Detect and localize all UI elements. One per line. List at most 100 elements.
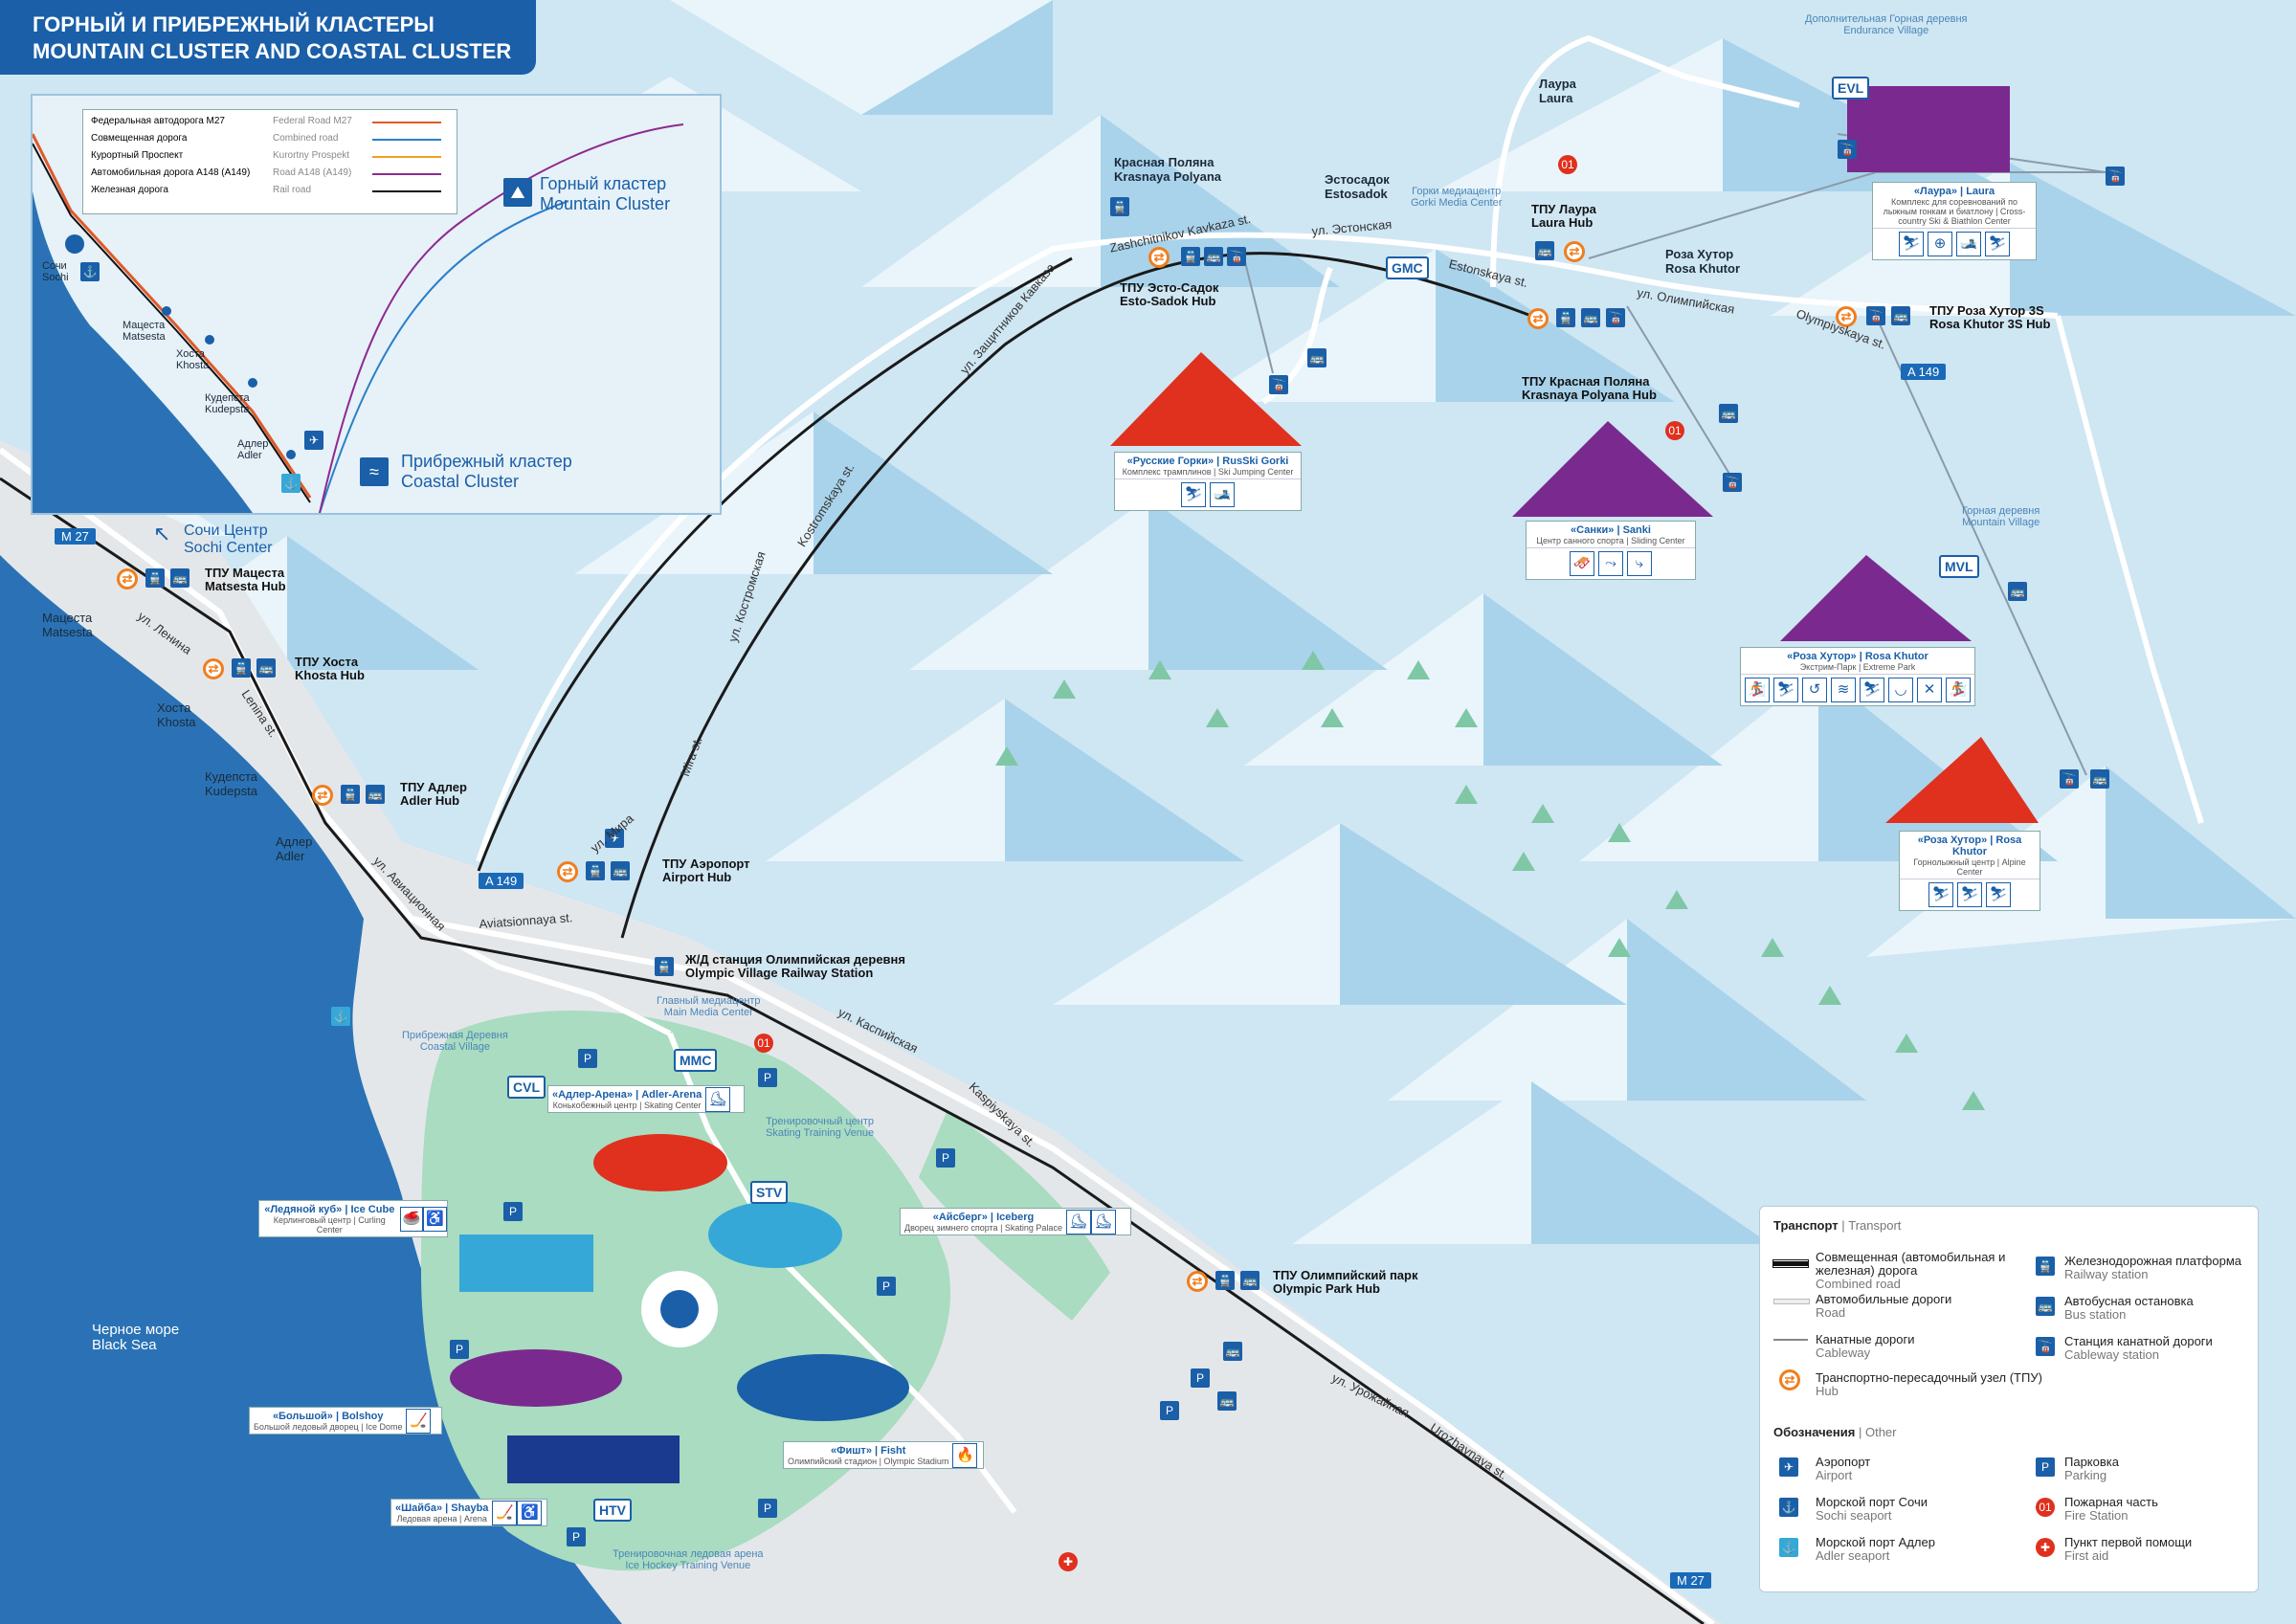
railway-station-icon[interactable]: 🚆 [1110,197,1129,216]
bus-station-icon[interactable]: 🚌 [1891,306,1910,325]
hub-icon[interactable]: ⇄ [117,568,138,590]
village-code-cvl[interactable]: CVL [507,1076,546,1099]
cableway-station-icon[interactable]: 🚡 [1723,473,1742,492]
venue-subtitle: Комплекс для соревнований по лыжным гонк… [1883,197,2026,226]
railway-station-icon[interactable]: 🚆 [145,568,165,588]
cableway-station-icon[interactable]: 🚡 [2106,167,2125,186]
venue-subtitle: Большой ледовый дворец | Ice Dome [254,1422,403,1432]
parking-icon[interactable]: P [578,1049,597,1068]
village-code-stv[interactable]: STV [750,1181,789,1204]
adler-seaport-icon[interactable]: ⚓ [331,1007,350,1026]
railway-station-icon[interactable]: 🚆 [232,658,251,678]
bus-station-icon[interactable]: 🚌 [1719,404,1738,423]
road-badge-a149-mountain: A 149 [1901,364,1947,380]
slopestyle-icon: ⛷ [1860,678,1884,702]
bus-station-icon[interactable]: 🚌 [1535,241,1554,260]
railway-station-icon[interactable]: 🚆 [1556,308,1575,327]
village-code-htv[interactable]: HTV [593,1499,632,1522]
venue-card-russki-gorki[interactable]: «Русские Горки» | RusSki Gorki Комплекс … [1114,452,1302,511]
cableway-station-icon[interactable]: 🚡 [1606,308,1625,327]
venue-subtitle: Горнолыжный центр | Alpine Center [1913,857,2026,877]
hub-icon[interactable]: ⇄ [312,785,333,806]
railway-station-icon[interactable]: 🚆 [1181,247,1200,266]
parking-icon[interactable]: P [758,1499,777,1518]
hub-icon[interactable]: ⇄ [1148,247,1170,268]
railway-station-icon[interactable]: 🚆 [341,785,360,804]
village-code-mvl[interactable]: MVL [1939,555,1979,578]
bus-station-icon[interactable]: 🚌 [2008,582,2027,601]
freestyle-icon: ⛷ [1773,678,1798,702]
bus-station-icon[interactable]: 🚌 [1223,1342,1242,1361]
hub-icon[interactable]: ⇄ [557,861,578,882]
railway-station-icon[interactable]: 🚆 [655,957,674,976]
hub-icon[interactable]: ⇄ [1187,1271,1208,1292]
road-badge-m27-south: M 27 [1670,1572,1711,1589]
village-code-evl[interactable]: EVL [1832,77,1870,100]
airport-icon[interactable]: ✈ [605,829,624,848]
venue-card-laura[interactable]: «Лаура» | Laura Комплекс для соревновани… [1872,182,2037,260]
venue-card-rosa-khutor-extreme[interactable]: «Роза Хутор» | Rosa Khutor Экстрим-Парк … [1740,647,1975,706]
village-code-gmc[interactable]: GMC [1386,256,1429,279]
parking-icon[interactable]: P [1160,1401,1179,1420]
bus-station-icon[interactable]: 🚌 [1307,348,1326,367]
cableway-station-icon[interactable]: 🚡 [1838,140,1857,159]
cableway-station-icon[interactable]: 🚡 [1866,306,1885,325]
coastal-cluster-label: Прибрежный кластер Coastal Cluster [401,452,572,492]
hub-icon[interactable]: ⇄ [1836,306,1857,327]
railway-station-icon[interactable]: 🚆 [1215,1271,1235,1290]
bus-station-icon[interactable]: 🚌 [1581,308,1600,327]
village-code-mmc[interactable]: MMC [674,1049,718,1072]
short-track-icon: ⛸ [1090,1209,1116,1235]
parking-icon[interactable]: P [758,1068,777,1087]
venue-title: «Ледяной куб» | Ice Cube [264,1204,395,1215]
hub-icon[interactable]: ⇄ [203,658,224,679]
bus-station-icon[interactable]: 🚌 [1204,247,1223,266]
bus-station-icon[interactable]: 🚌 [366,785,385,804]
venue-title: «Фишт» | Fisht [831,1445,906,1457]
sochi-center-label[interactable]: Сочи Центр Sochi Center [184,523,273,557]
cableway-station-icon[interactable]: 🚡 [2060,769,2079,789]
parking-icon[interactable]: P [1191,1368,1210,1388]
parking-icon[interactable]: P [450,1340,469,1359]
bus-station-icon[interactable]: 🚌 [256,658,276,678]
cableway-station-icon[interactable]: 🚡 [1269,375,1288,394]
skeleton-icon: ⤷ [1627,551,1652,576]
hub-icon[interactable]: ⇄ [1527,308,1549,329]
venue-card-sanki[interactable]: «Санки» | Sanki Центр санного спорта | S… [1526,521,1696,580]
parking-icon[interactable]: P [936,1148,955,1168]
parking-icon[interactable]: P [503,1202,523,1221]
bus-station-icon[interactable]: 🚌 [2090,769,2109,789]
bus-station-icon[interactable]: 🚌 [1240,1271,1259,1290]
inset-legend-combined-en: Combined road [273,133,339,144]
parking-icon[interactable]: P [877,1277,896,1296]
bus-station-icon[interactable]: 🚌 [170,568,189,588]
bus-station-icon[interactable]: 🚌 [1217,1391,1237,1411]
venue-card-rosa-khutor-alpine[interactable]: «Роза Хутор» | Rosa Khutor Горнолыжный ц… [1899,831,2040,911]
hub-icon[interactable]: ⇄ [1564,241,1585,262]
railway-station-icon[interactable]: 🚆 [586,861,605,880]
parking-icon[interactable]: P [567,1527,586,1546]
cableway-station-icon[interactable]: 🚡 [1227,247,1246,266]
bus-station-icon[interactable]: 🚌 [611,861,630,880]
